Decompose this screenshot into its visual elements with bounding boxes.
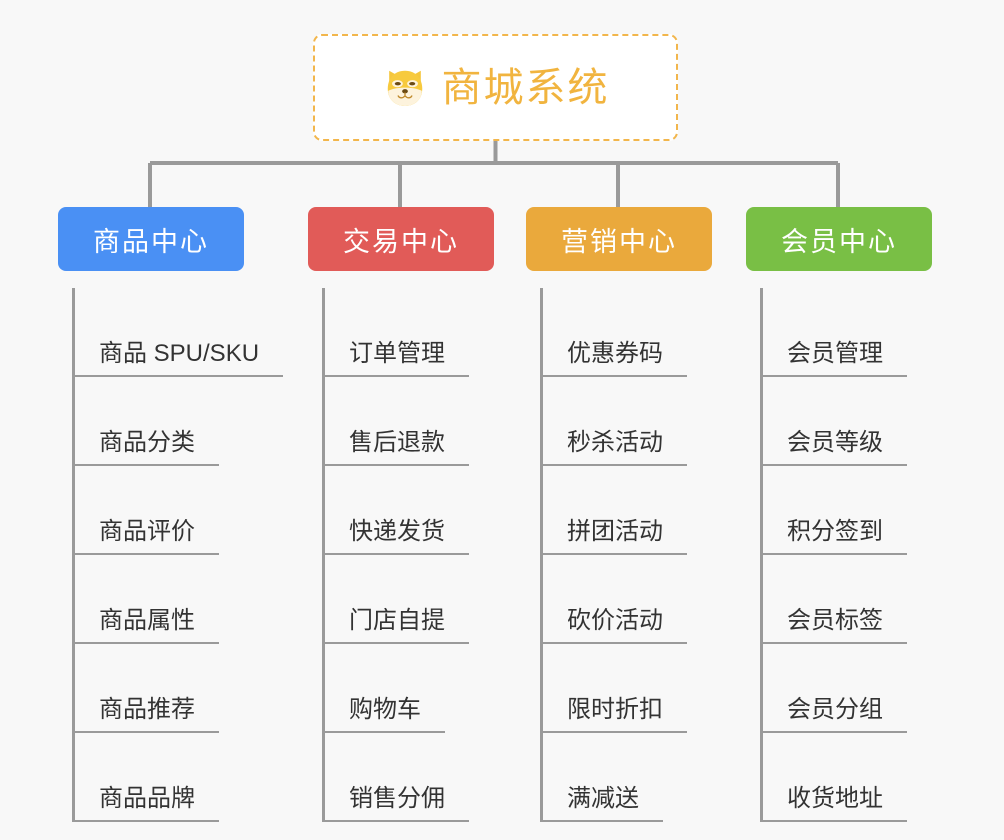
branch-leaf-list-0: 商品 SPU/SKU 商品分类 商品评价 商品属性 商品推荐 商品品牌 [72, 288, 284, 822]
branch-header-label-3: 会员中心 [781, 226, 897, 257]
leaf-label: 优惠券码 [543, 340, 687, 377]
leaf-label: 会员等级 [763, 429, 907, 466]
leaf-item[interactable]: 商品品牌 [75, 733, 244, 822]
leaf-item[interactable]: 售后退款 [325, 377, 494, 466]
branch-leaf-list-3: 会员管理 会员等级 积分签到 会员标签 会员分组 收货地址 [760, 288, 932, 822]
leaf-item[interactable]: 会员分组 [763, 644, 932, 733]
branch-header-3[interactable]: 会员中心 [746, 207, 932, 271]
leaf-label: 商品品牌 [75, 785, 219, 822]
leaf-label: 秒杀活动 [543, 429, 687, 466]
leaf-label: 拼团活动 [543, 518, 687, 555]
leaf-label: 商品 SPU/SKU [75, 340, 284, 377]
leaf-item[interactable]: 积分签到 [763, 466, 932, 555]
leaf-label: 销售分佣 [325, 785, 469, 822]
leaf-label: 收货地址 [763, 785, 907, 822]
leaf-label: 商品推荐 [75, 696, 219, 733]
branch-header-1[interactable]: 交易中心 [308, 207, 494, 271]
leaf-item[interactable]: 商品评价 [75, 466, 244, 555]
leaf-label: 商品属性 [75, 607, 219, 644]
leaf-label: 满减送 [543, 785, 663, 822]
branch-leaf-list-2: 优惠券码 秒杀活动 拼团活动 砍价活动 限时折扣 满减送 [540, 288, 712, 822]
branch-header-2[interactable]: 营销中心 [526, 207, 712, 271]
branch-header-0[interactable]: 商品中心 [58, 207, 244, 271]
leaf-label: 积分签到 [763, 518, 907, 555]
leaf-item[interactable]: 秒杀活动 [543, 377, 712, 466]
branch-column-1: 交易中心 订单管理 售后退款 快递发货 门店自提 购物车 销售分佣 [308, 207, 494, 822]
leaf-label: 售后退款 [325, 429, 469, 466]
leaf-item[interactable]: 会员等级 [763, 377, 932, 466]
leaf-label: 会员分组 [763, 696, 907, 733]
leaf-item[interactable]: 收货地址 [763, 733, 932, 822]
leaf-item[interactable]: 商品推荐 [75, 644, 244, 733]
branch-column-0: 商品中心 商品 SPU/SKU 商品分类 商品评价 商品属性 商品推荐 商品品牌 [58, 207, 284, 822]
root-node[interactable]: 商城系统 [313, 34, 678, 141]
leaf-item[interactable]: 会员标签 [763, 555, 932, 644]
leaf-label: 限时折扣 [543, 696, 687, 733]
leaf-item[interactable]: 商品分类 [75, 377, 244, 466]
leaf-label: 会员管理 [763, 340, 907, 377]
leaf-item[interactable]: 拼团活动 [543, 466, 712, 555]
branch-header-label-1: 交易中心 [343, 226, 459, 257]
leaf-item[interactable]: 限时折扣 [543, 644, 712, 733]
branch-column-3: 会员中心 会员管理 会员等级 积分签到 会员标签 会员分组 收货地址 [746, 207, 932, 822]
branch-leaf-list-1: 订单管理 售后退款 快递发货 门店自提 购物车 销售分佣 [322, 288, 494, 822]
leaf-item[interactable]: 商品 SPU/SKU [75, 288, 284, 377]
leaf-item[interactable]: 满减送 [543, 733, 712, 822]
leaf-label: 砍价活动 [543, 607, 687, 644]
leaf-item[interactable]: 优惠券码 [543, 288, 712, 377]
branch-column-2: 营销中心 优惠券码 秒杀活动 拼团活动 砍价活动 限时折扣 满减送 [526, 207, 712, 822]
root-title: 商城系统 [441, 65, 610, 110]
leaf-item[interactable]: 快递发货 [325, 466, 494, 555]
leaf-label: 订单管理 [325, 340, 469, 377]
leaf-item[interactable]: 会员管理 [763, 288, 932, 377]
leaf-label: 商品分类 [75, 429, 219, 466]
leaf-label: 购物车 [325, 696, 445, 733]
leaf-item[interactable]: 商品属性 [75, 555, 244, 644]
branch-header-label-2: 营销中心 [561, 226, 677, 257]
leaf-item[interactable]: 门店自提 [325, 555, 494, 644]
leaf-item[interactable]: 砍价活动 [543, 555, 712, 644]
leaf-item[interactable]: 购物车 [325, 644, 494, 733]
leaf-item[interactable]: 订单管理 [325, 288, 494, 377]
leaf-item[interactable]: 销售分佣 [325, 733, 494, 822]
branch-header-label-0: 商品中心 [93, 226, 209, 257]
leaf-label: 门店自提 [325, 607, 469, 644]
leaf-label: 会员标签 [763, 607, 907, 644]
leaf-label: 快递发货 [325, 518, 469, 555]
shiba-dog-icon [387, 70, 422, 106]
leaf-label: 商品评价 [75, 518, 219, 555]
